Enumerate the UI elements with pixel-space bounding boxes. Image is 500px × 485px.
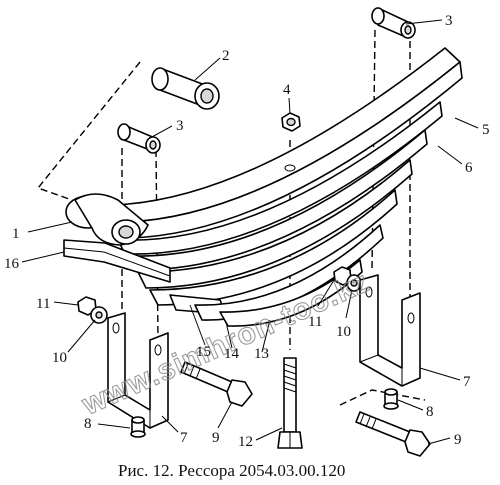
sleeve-3-right bbox=[371, 7, 416, 39]
bracket-7-right bbox=[359, 274, 421, 387]
callout-8-left: 8 bbox=[84, 416, 92, 432]
leaf-7 bbox=[127, 129, 428, 271]
callout-9-left: 9 bbox=[212, 430, 220, 446]
callout-5: 5 bbox=[482, 122, 490, 138]
callout-9-right: 9 bbox=[454, 432, 462, 448]
callout-7-left: 7 bbox=[180, 430, 188, 446]
right-nut-washer bbox=[333, 266, 362, 292]
leaf-13 bbox=[219, 259, 363, 327]
callout-14: 14 bbox=[224, 346, 240, 362]
callout-11-left: 11 bbox=[36, 296, 50, 312]
nut-4 bbox=[281, 112, 301, 132]
callout-15: 15 bbox=[196, 344, 211, 360]
callout-labels: 1 2 3 3 4 5 6 7 7 8 8 9 9 10 10 11 11 12… bbox=[4, 13, 490, 450]
callout-13: 13 bbox=[254, 346, 269, 362]
bolt-9-left bbox=[180, 361, 253, 407]
callout-3-left: 3 bbox=[176, 118, 184, 134]
center-bolt-12 bbox=[277, 357, 303, 449]
callout-8-right: 8 bbox=[426, 404, 434, 420]
callout-16: 16 bbox=[4, 256, 20, 272]
callout-4: 4 bbox=[283, 82, 291, 98]
bolt-9-right bbox=[355, 411, 431, 457]
grease-fitting-8-right bbox=[383, 388, 399, 410]
grease-fitting-8-left bbox=[130, 416, 146, 438]
leader-lines bbox=[21, 19, 479, 445]
callout-12: 12 bbox=[238, 434, 253, 450]
bracket-7-left bbox=[107, 312, 169, 429]
bushing-2 bbox=[151, 67, 220, 110]
center-hole bbox=[284, 164, 296, 172]
callout-10-right: 10 bbox=[336, 324, 351, 340]
callout-10-left: 10 bbox=[52, 350, 67, 366]
callout-11-right: 11 bbox=[308, 314, 322, 330]
leaf-9 bbox=[149, 189, 398, 306]
left-nut-washer bbox=[77, 296, 108, 324]
callout-2: 2 bbox=[222, 48, 230, 64]
leaf-spring-stack bbox=[63, 47, 463, 327]
figure-caption: Рис. 12. Рессора 2054.03.00.120 bbox=[118, 461, 345, 480]
callout-6: 6 bbox=[465, 160, 473, 176]
callout-7-right: 7 bbox=[463, 374, 471, 390]
sleeve-3-left bbox=[117, 123, 161, 154]
callout-3-right: 3 bbox=[445, 13, 453, 29]
callout-1: 1 bbox=[12, 226, 20, 242]
leaf-6 bbox=[117, 101, 443, 255]
leaf-5 bbox=[104, 61, 463, 239]
spring-eye bbox=[65, 193, 149, 246]
